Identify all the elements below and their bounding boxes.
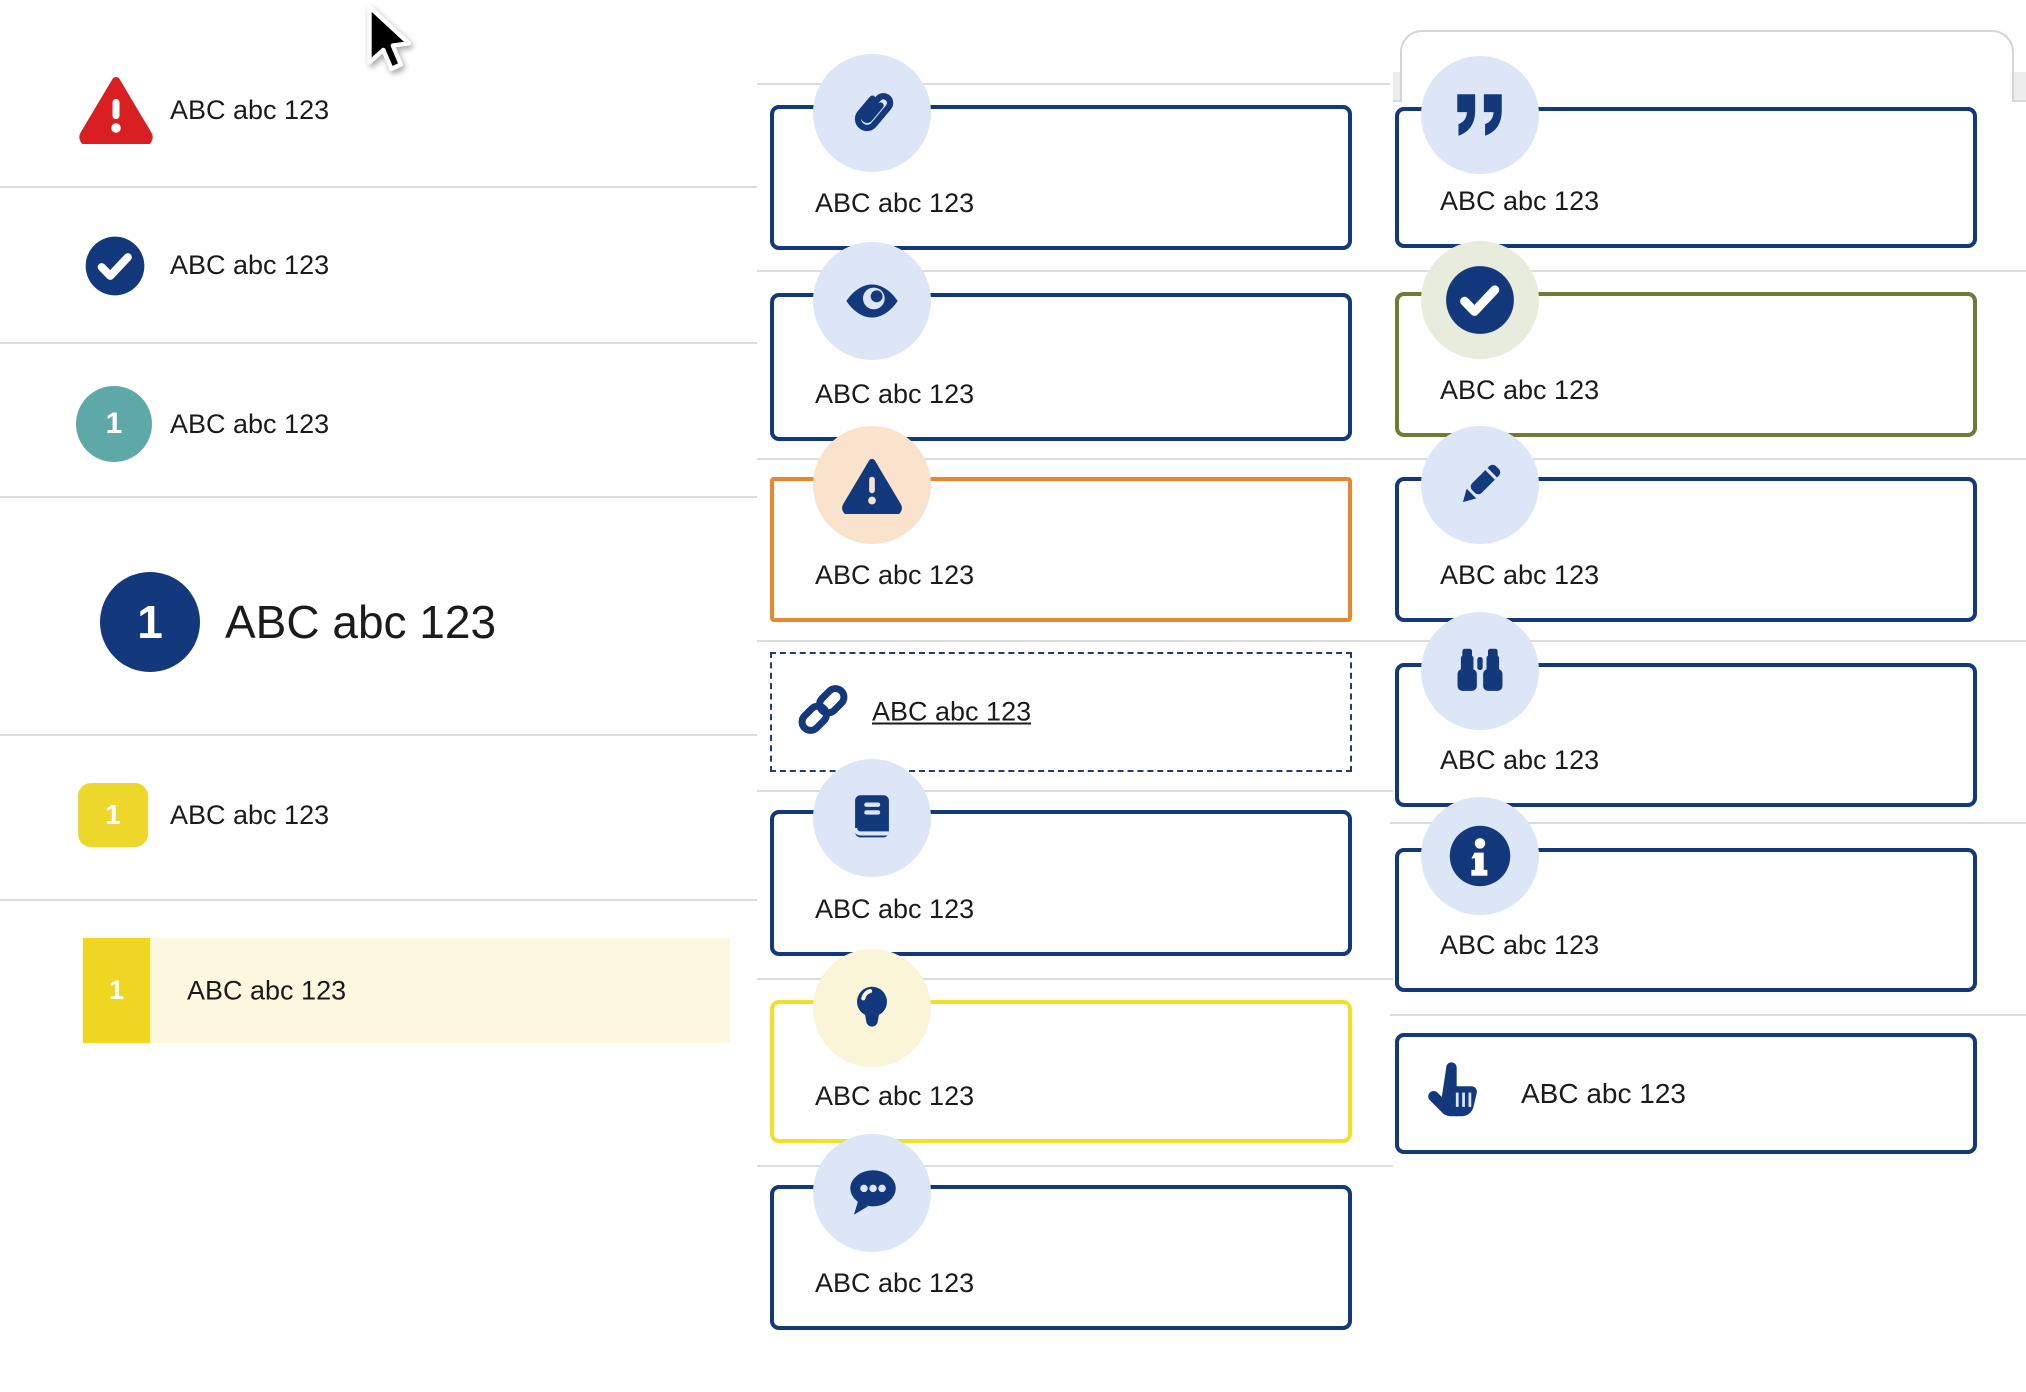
list-item-label: ABC abc 123 [225, 596, 497, 648]
yellow-number-bar-icon: 1 [83, 938, 150, 1043]
divider [1390, 822, 2026, 824]
paperclip-icon [813, 54, 931, 172]
card-tip[interactable]: ABC abc 123 [770, 949, 1352, 1143]
divider [757, 640, 2026, 642]
divider [0, 734, 757, 736]
list-item-highlighted[interactable]: 1 ABC abc 123 [83, 938, 730, 1043]
card-comment[interactable]: ABC abc 123 [770, 1134, 1352, 1330]
warning-icon [813, 426, 931, 544]
binoculars-icon [1421, 612, 1539, 730]
info-icon [1421, 797, 1539, 915]
divider [757, 978, 1393, 980]
quote-icon [1421, 56, 1539, 174]
card-label: ABC abc 123 [815, 894, 975, 924]
card-link[interactable]: ABC abc 123 [770, 652, 1352, 772]
card-label: ABC abc 123 [815, 1268, 975, 1298]
link-icon [792, 679, 854, 746]
divider [757, 83, 1390, 85]
card-label: ABC abc 123 [815, 379, 975, 409]
divider [0, 186, 757, 188]
card-label: ABC abc 123 [1440, 560, 1600, 590]
list-item-label: ABC abc 123 [170, 95, 330, 125]
card-observe[interactable]: ABC abc 123 [1395, 612, 1977, 807]
card-label: ABC abc 123 [1440, 186, 1600, 216]
card-quote[interactable]: ABC abc 123 [1395, 56, 1977, 248]
list-item-label: ABC abc 123 [170, 800, 330, 830]
card-link-text[interactable]: ABC abc 123 [872, 696, 1032, 727]
book-icon [813, 759, 931, 877]
divider [757, 1165, 1393, 1167]
divider [757, 270, 2026, 272]
card-label: ABC abc 123 [1521, 1077, 1686, 1109]
divider [0, 899, 757, 901]
check-circle-icon [85, 236, 145, 296]
card-information[interactable]: ABC abc 123 [1395, 797, 1977, 992]
card-label: ABC abc 123 [1440, 745, 1600, 775]
card-edit[interactable]: ABC abc 123 [1395, 426, 1977, 622]
card-label: ABC abc 123 [815, 188, 975, 218]
eye-icon [813, 242, 931, 360]
card-label: ABC abc 123 [815, 1081, 975, 1111]
badge-number: 1 [105, 407, 123, 440]
divider [1390, 1014, 2026, 1016]
navy-number-circle-icon: 1 [100, 572, 200, 672]
card-label: ABC abc 123 [815, 560, 975, 590]
card-alert[interactable]: ABC abc 123 [770, 426, 1352, 622]
teal-number-circle: 1 [76, 386, 152, 462]
badge-number: 1 [108, 975, 125, 1005]
yellow-number-square-icon: 1 [78, 783, 148, 847]
check-circle-icon [1421, 241, 1539, 359]
card-success[interactable]: ABC abc 123 [1395, 241, 1977, 437]
mouse-cursor [367, 4, 411, 72]
chat-icon [813, 1134, 931, 1252]
warning-triangle-icon [79, 77, 153, 144]
card-action[interactable]: ABC abc 123 [1395, 1033, 1977, 1154]
hand-pointer-icon [1419, 1058, 1485, 1129]
divider [757, 458, 2026, 460]
divider [0, 496, 757, 498]
card-label: ABC abc 123 [1440, 375, 1600, 405]
badge-number: 1 [105, 799, 121, 830]
card-attachment[interactable]: ABC abc 123 [770, 54, 1352, 250]
lightbulb-icon [813, 949, 931, 1067]
card-label: ABC abc 123 [1440, 930, 1600, 960]
list-item-label: ABC abc 123 [170, 409, 330, 439]
divider [757, 790, 1393, 792]
list-item-label: ABC abc 123 [170, 250, 330, 280]
pencil-icon [1421, 426, 1539, 544]
divider [0, 342, 757, 344]
card-preview[interactable]: ABC abc 123 [770, 242, 1352, 441]
list-item-label: ABC abc 123 [187, 975, 347, 1005]
badge-number: 1 [137, 596, 163, 648]
card-reference[interactable]: ABC abc 123 [770, 759, 1352, 956]
